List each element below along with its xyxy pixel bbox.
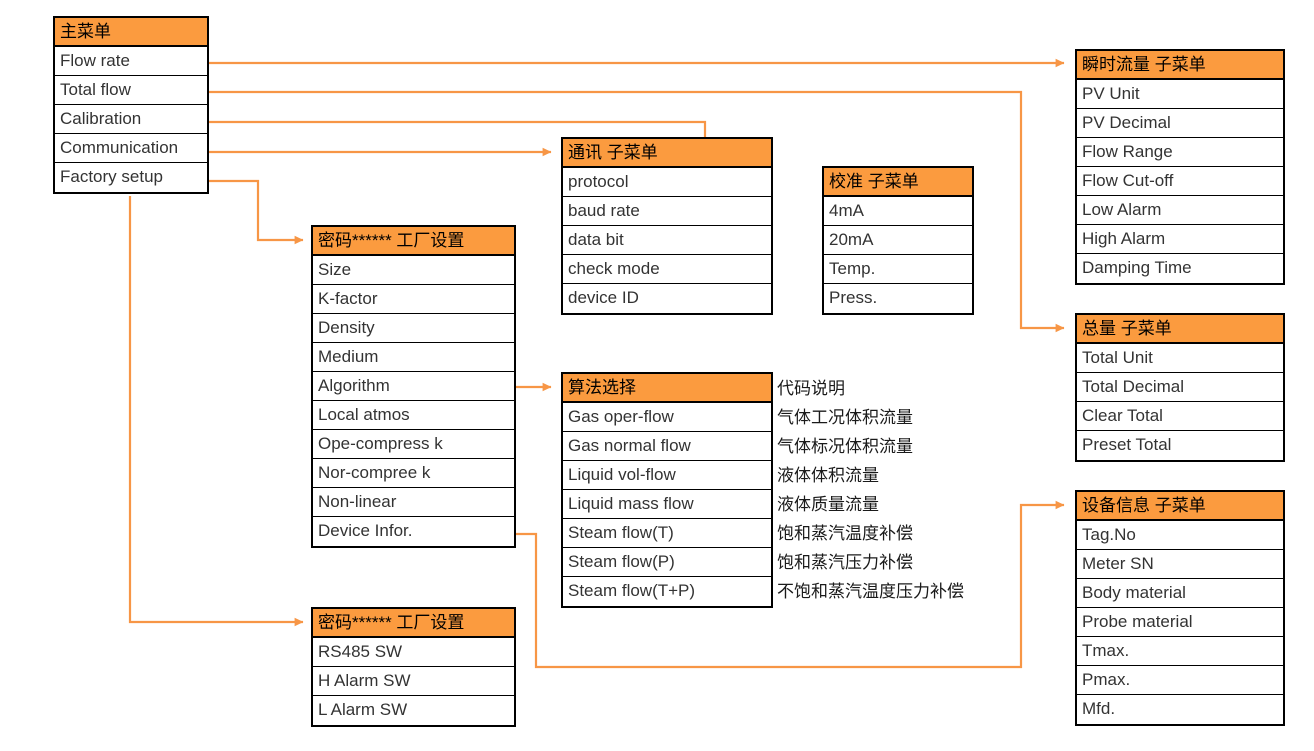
menu-item-pv-decimal[interactable]: PV Decimal	[1077, 109, 1283, 138]
panel-main-menu: 主菜单 Flow rate Total flow Calibration Com…	[53, 16, 209, 194]
menu-item-h-alarm-sw[interactable]: H Alarm SW	[313, 667, 514, 696]
menu-item-temp[interactable]: Temp.	[824, 255, 972, 284]
menu-item-flow-range[interactable]: Flow Range	[1077, 138, 1283, 167]
menu-item-press[interactable]: Press.	[824, 284, 972, 313]
panel-header-factory-setup-main: 密码****** 工厂设置	[313, 227, 514, 256]
menu-item-algorithm[interactable]: Algorithm	[313, 372, 514, 401]
menu-item-4ma[interactable]: 4mA	[824, 197, 972, 226]
menu-item-ope-compress-k[interactable]: Ope-compress k	[313, 430, 514, 459]
menu-item-meter-sn[interactable]: Meter SN	[1077, 550, 1283, 579]
algorithm-note-steam-flow-t: 饱和蒸汽温度补偿	[777, 524, 913, 543]
menu-item-liquid-mass-flow[interactable]: Liquid mass flow	[563, 490, 771, 519]
menu-item-k-factor[interactable]: K-factor	[313, 285, 514, 314]
algorithm-note-steam-flow-p: 饱和蒸汽压力补偿	[777, 553, 913, 572]
menu-item-total-unit[interactable]: Total Unit	[1077, 344, 1283, 373]
panel-flow-rate-sub: 瞬时流量 子菜单 PV Unit PV Decimal Flow Range F…	[1075, 49, 1285, 285]
panel-header-communication-sub: 通讯 子菜单	[563, 139, 771, 168]
menu-item-probe-material[interactable]: Probe material	[1077, 608, 1283, 637]
menu-item-flow-rate[interactable]: Flow rate	[55, 47, 207, 76]
panel-calibration-sub: 校准 子菜单 4mA 20mA Temp. Press.	[822, 166, 974, 315]
connector-factory-setup-main	[209, 179, 304, 245]
panel-header-main-menu: 主菜单	[55, 18, 207, 47]
panel-header-device-info-sub: 设备信息 子菜单	[1077, 492, 1283, 521]
panel-communication-sub: 通讯 子菜单 protocol baud rate data bit check…	[561, 137, 773, 315]
menu-item-local-atmos[interactable]: Local atmos	[313, 401, 514, 430]
menu-item-calibration[interactable]: Calibration	[55, 105, 207, 134]
menu-item-non-linear[interactable]: Non-linear	[313, 488, 514, 517]
menu-item-medium[interactable]: Medium	[313, 343, 514, 372]
menu-item-nor-compree-k[interactable]: Nor-compree k	[313, 459, 514, 488]
menu-item-tag-no[interactable]: Tag.No	[1077, 521, 1283, 550]
menu-item-device-infor[interactable]: Device Infor.	[313, 517, 514, 546]
menu-item-protocol[interactable]: protocol	[563, 168, 771, 197]
menu-item-pv-unit[interactable]: PV Unit	[1077, 80, 1283, 109]
menu-item-steam-flow-tp[interactable]: Steam flow(T+P)	[563, 577, 771, 606]
menu-item-steam-flow-t[interactable]: Steam flow(T)	[563, 519, 771, 548]
menu-item-gas-normal-flow[interactable]: Gas normal flow	[563, 432, 771, 461]
menu-item-check-mode[interactable]: check mode	[563, 255, 771, 284]
algorithm-note-gas-normal-flow: 气体标况体积流量	[777, 437, 913, 456]
menu-item-total-flow[interactable]: Total flow	[55, 76, 207, 105]
menu-item-data-bit[interactable]: data bit	[563, 226, 771, 255]
menu-item-gas-oper-flow[interactable]: Gas oper-flow	[563, 403, 771, 432]
panel-header-total-flow-sub: 总量 子菜单	[1077, 315, 1283, 344]
menu-item-communication[interactable]: Communication	[55, 134, 207, 163]
menu-item-mfd[interactable]: Mfd.	[1077, 695, 1283, 724]
panel-factory-setup-switches: 密码****** 工厂设置 RS485 SW H Alarm SW L Alar…	[311, 607, 516, 727]
panel-factory-setup-main: 密码****** 工厂设置 Size K-factor Density Medi…	[311, 225, 516, 548]
menu-item-low-alarm[interactable]: Low Alarm	[1077, 196, 1283, 225]
algorithm-notes-list: 代码说明 气体工况体积流量 气体标况体积流量 液体体积流量 液体质量流量 饱和蒸…	[777, 374, 1077, 606]
algorithm-note-liquid-mass-flow: 液体质量流量	[777, 495, 879, 514]
menu-item-baud-rate[interactable]: baud rate	[563, 197, 771, 226]
menu-item-high-alarm[interactable]: High Alarm	[1077, 225, 1283, 254]
menu-item-pmax[interactable]: Pmax.	[1077, 666, 1283, 695]
algorithm-note-liquid-vol-flow: 液体体积流量	[777, 466, 879, 485]
panel-header-flow-rate-sub: 瞬时流量 子菜单	[1077, 51, 1283, 80]
algorithm-note-steam-flow-tp: 不饱和蒸汽温度压力补偿	[777, 582, 964, 601]
algorithm-notes-header: 代码说明	[777, 379, 845, 398]
menu-item-clear-total[interactable]: Clear Total	[1077, 402, 1283, 431]
menu-item-20ma[interactable]: 20mA	[824, 226, 972, 255]
menu-item-size[interactable]: Size	[313, 256, 514, 285]
menu-item-tmax[interactable]: Tmax.	[1077, 637, 1283, 666]
panel-device-info-sub: 设备信息 子菜单 Tag.No Meter SN Body material P…	[1075, 490, 1285, 726]
menu-item-density[interactable]: Density	[313, 314, 514, 343]
menu-item-liquid-vol-flow[interactable]: Liquid vol-flow	[563, 461, 771, 490]
menu-item-total-decimal[interactable]: Total Decimal	[1077, 373, 1283, 402]
menu-item-damping-time[interactable]: Damping Time	[1077, 254, 1283, 283]
panel-total-flow-sub: 总量 子菜单 Total Unit Total Decimal Clear To…	[1075, 313, 1285, 462]
algorithm-note-gas-oper-flow: 气体工况体积流量	[777, 408, 913, 427]
menu-item-preset-total[interactable]: Preset Total	[1077, 431, 1283, 460]
menu-item-flow-cut-off[interactable]: Flow Cut-off	[1077, 167, 1283, 196]
menu-item-steam-flow-p[interactable]: Steam flow(P)	[563, 548, 771, 577]
menu-item-l-alarm-sw[interactable]: L Alarm SW	[313, 696, 514, 725]
menu-item-rs485-sw[interactable]: RS485 SW	[313, 638, 514, 667]
panel-header-algorithm-select: 算法选择	[563, 374, 771, 403]
panel-header-factory-setup-switches: 密码****** 工厂设置	[313, 609, 514, 638]
menu-item-factory-setup[interactable]: Factory setup	[55, 163, 207, 192]
connector-factory-setup-switches	[128, 196, 304, 627]
menu-item-body-material[interactable]: Body material	[1077, 579, 1283, 608]
panel-algorithm-select: 算法选择 Gas oper-flow Gas normal flow Liqui…	[561, 372, 773, 608]
panel-header-calibration-sub: 校准 子菜单	[824, 168, 972, 197]
menu-item-device-id[interactable]: device ID	[563, 284, 771, 313]
